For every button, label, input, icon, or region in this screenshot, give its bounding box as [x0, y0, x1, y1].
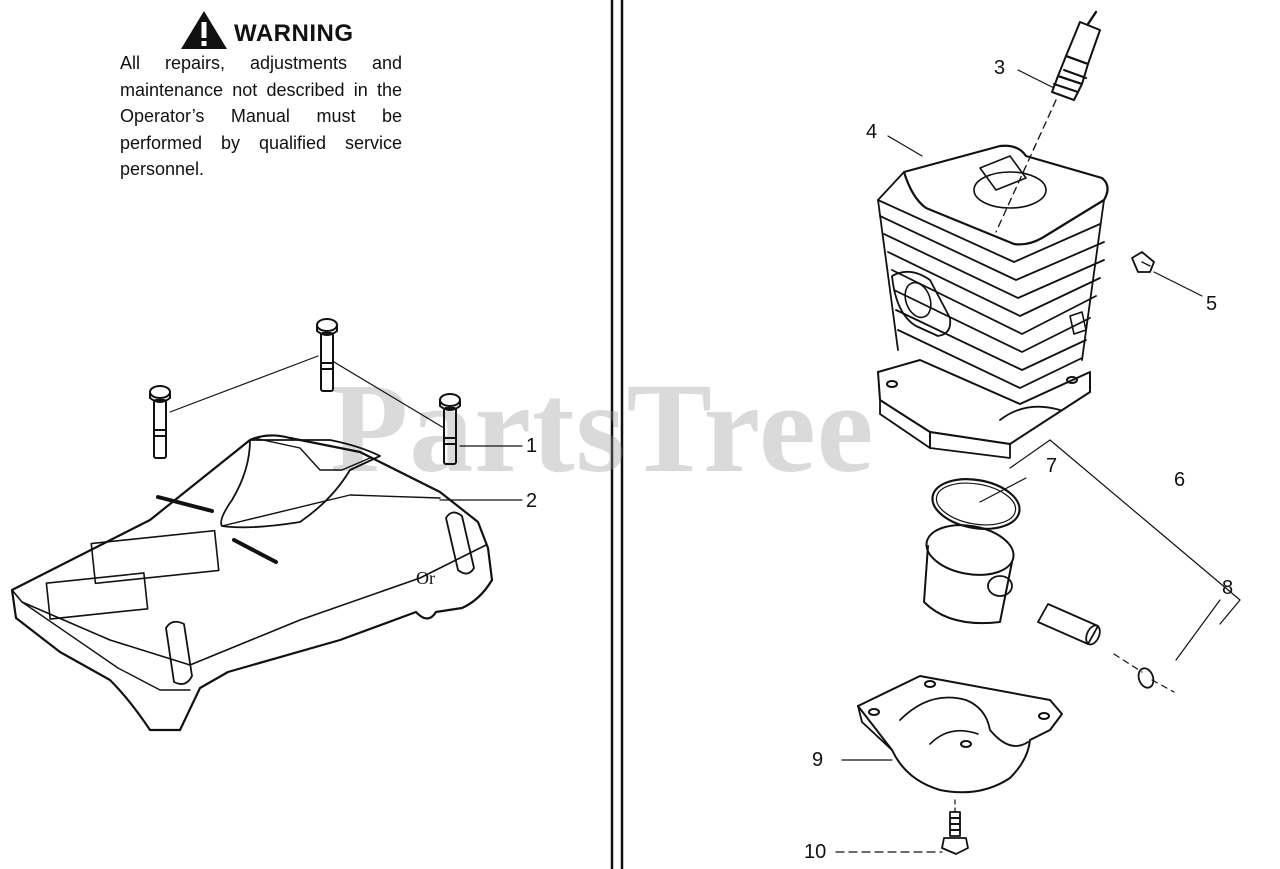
piston-ring-icon — [931, 478, 1021, 530]
callout-part-4: 4 — [866, 121, 878, 143]
screw-icon — [149, 385, 171, 459]
warning-text: All repairs, adjustments and maintenance… — [120, 53, 402, 179]
callout-part-6: 6 — [1174, 469, 1186, 491]
svg-text:Or: Or — [416, 568, 435, 588]
callout-part-1: 1 — [526, 435, 538, 457]
warning-triangle-icon — [181, 11, 227, 49]
callout-part-7: 7 — [1046, 455, 1058, 477]
cylinder-icon — [877, 144, 1109, 459]
left-exploded-view: Or — [10, 318, 523, 732]
crankcase-half-icon — [857, 675, 1063, 794]
bolt-icon — [941, 799, 969, 855]
screw-icon — [316, 318, 338, 392]
piston-icon — [923, 524, 1015, 625]
warning-title: WARNING — [234, 20, 354, 47]
callout-part-8: 8 — [1222, 577, 1234, 599]
callout-part-5: 5 — [1206, 293, 1218, 315]
callout-part-2: 2 — [526, 490, 538, 512]
callout-part-10: 10 — [804, 841, 827, 863]
piston-pin-icon — [1037, 603, 1101, 646]
callout-part-3: 3 — [994, 57, 1006, 79]
warning-heading: WARNING — [180, 8, 380, 49]
screw-icon — [439, 393, 461, 465]
callout-part-9: 9 — [812, 749, 824, 771]
retaining-ring-icon — [1137, 667, 1155, 689]
cylinder-cover-icon: Or — [10, 434, 494, 732]
spark-plug-icon — [1051, 10, 1101, 101]
piston-assembly-bracket — [1009, 439, 1241, 625]
column-divider — [610, 0, 624, 869]
right-exploded-view — [835, 10, 1241, 855]
clip-icon — [1131, 251, 1155, 273]
